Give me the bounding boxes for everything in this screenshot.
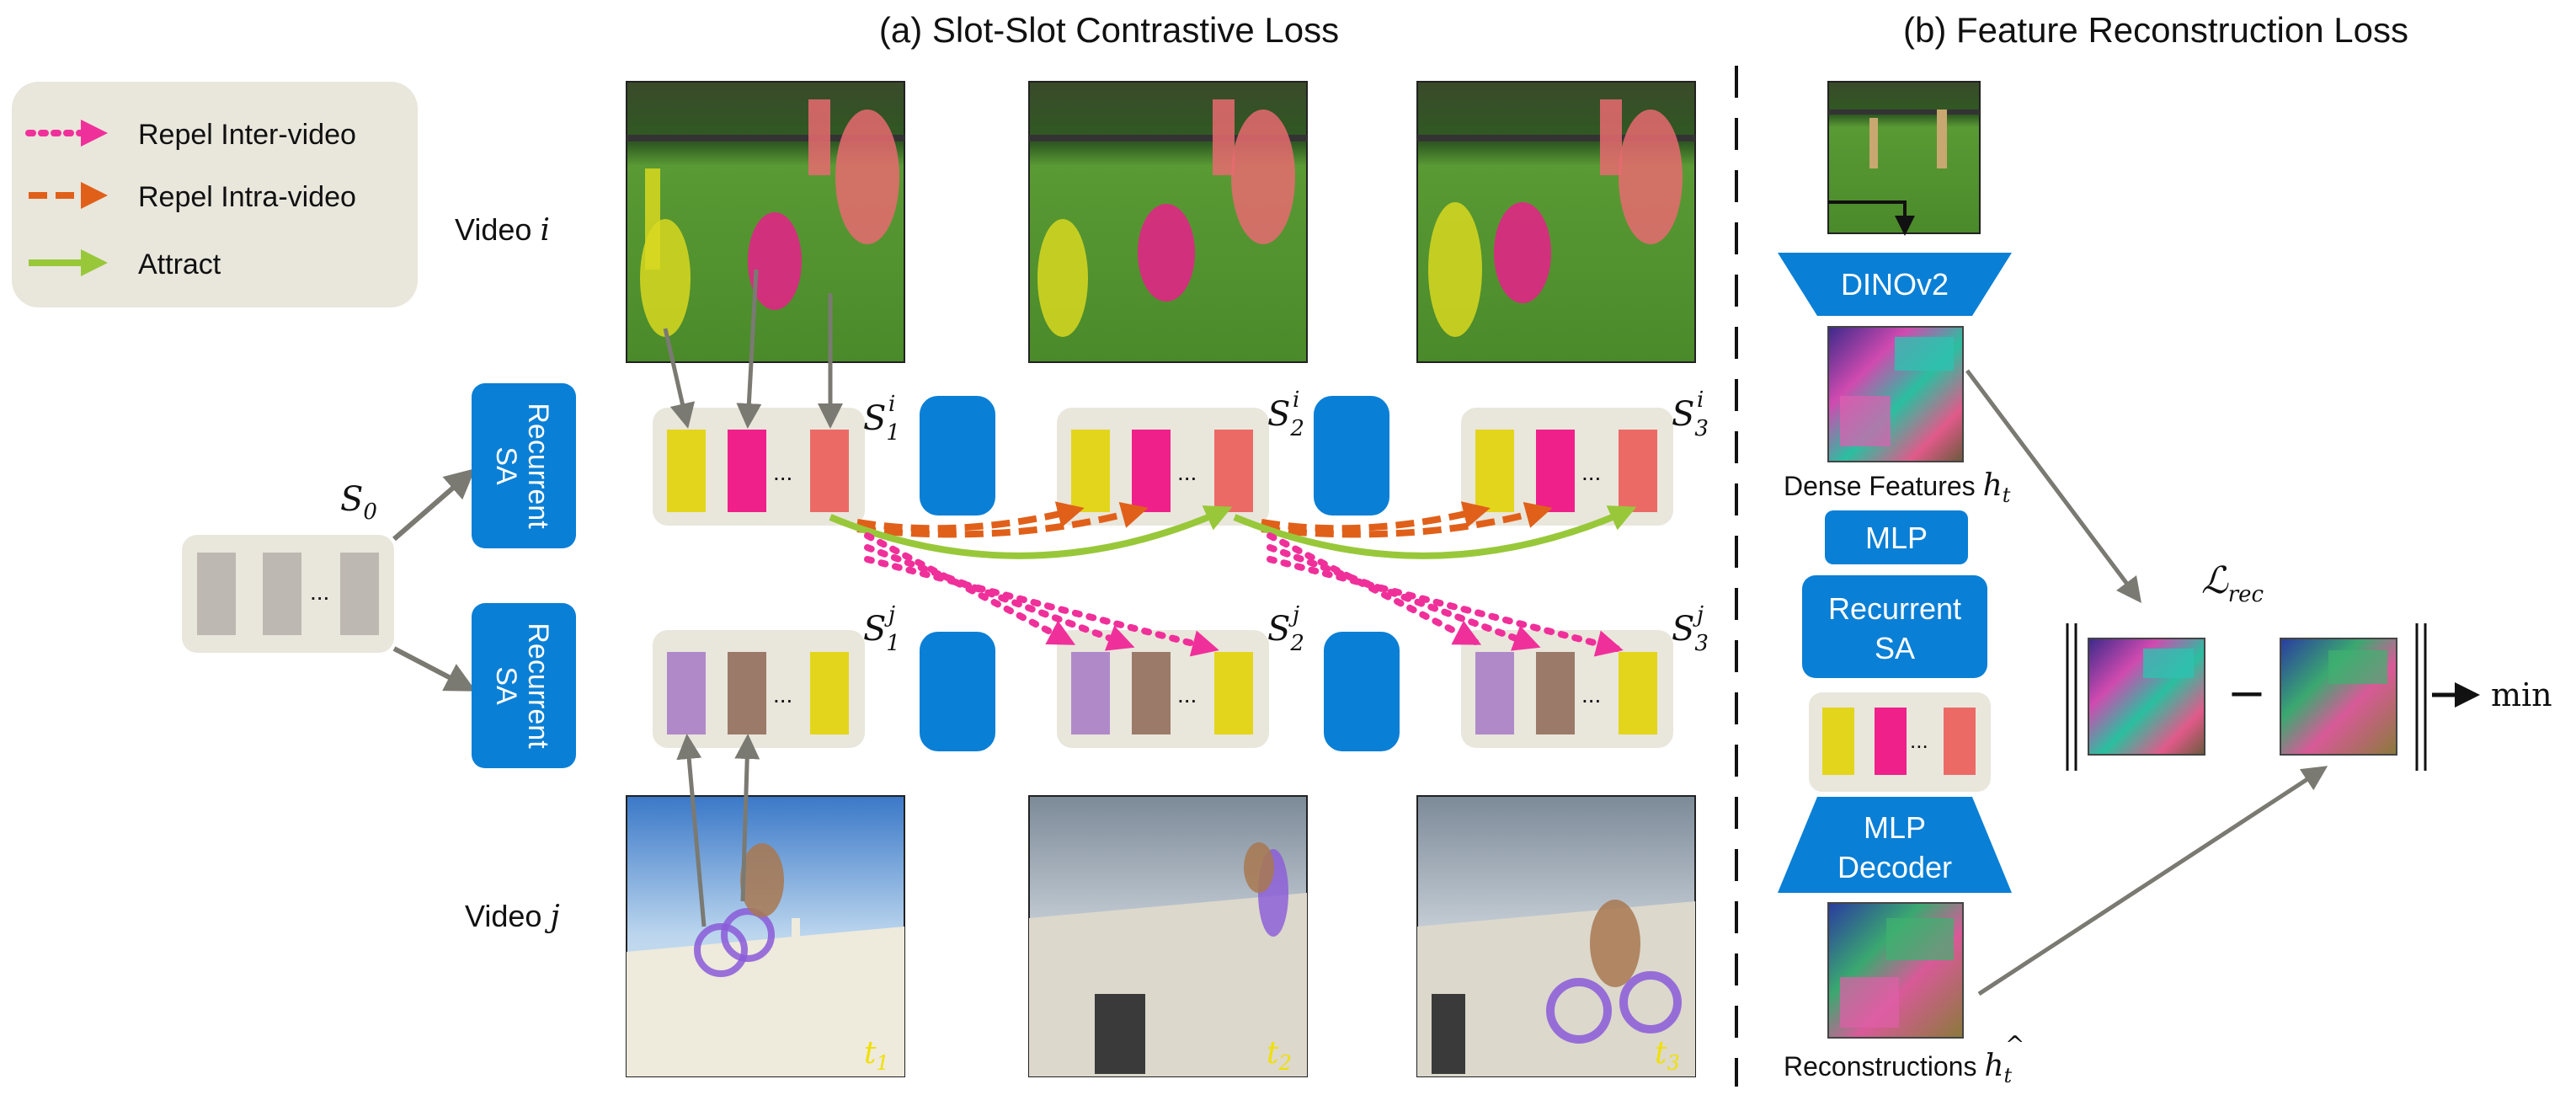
slot-set-j-3-label: S3j: [1672, 602, 1709, 656]
video-j-frame-1: t1: [626, 795, 905, 1077]
arrow-frame-j-slot-2: [734, 734, 760, 902]
slot-set-i-1: ...: [653, 408, 865, 526]
mlp-block: MLP: [1825, 510, 1968, 564]
recurrent-sa-j-box: [472, 603, 576, 768]
recurrent-sa-i-box: [472, 383, 576, 548]
legend-attract-label: Attract: [138, 248, 221, 280]
arrow-frame-i-slot-2: [736, 269, 762, 429]
recurrent-sa-j: RecurrentSA: [472, 603, 576, 768]
inter-video-arrows: [864, 532, 1624, 657]
timestep-1: t1: [864, 1036, 889, 1075]
svg-text:...: ...: [1177, 459, 1197, 485]
slot-set-j-3: ...: [1461, 630, 1673, 748]
slot-set-j-2: ...: [1057, 630, 1269, 748]
recurrent-sa-i: RecurrentSA: [472, 383, 576, 548]
slot-set-i-3-label: S3i: [1672, 387, 1709, 441]
arrow-s0-to-rsa-i: [392, 468, 476, 542]
timestep-3: t3: [1655, 1036, 1680, 1075]
s0-label: S0: [340, 480, 377, 525]
encoder-shape: [1778, 253, 2012, 316]
arrow-s0-to-rsa-j: [392, 646, 477, 692]
video-j-frame-3: t3: [1416, 795, 1696, 1077]
initial-slots-ellipsis: ...: [310, 579, 329, 605]
initial-slot-3: [340, 553, 379, 635]
loss-minus: −: [2227, 666, 2267, 721]
video-i-frame-1: [626, 81, 905, 363]
arrow-frame-j-slot-1: [676, 734, 707, 927]
video-i-frame-2: [1028, 81, 1308, 363]
arrow-frame-i-slot-1: [663, 328, 696, 429]
loss-symbol: ℒrec: [2201, 559, 2264, 607]
svg-text:...: ...: [1581, 681, 1601, 708]
slot-set-right: ...: [1809, 692, 1991, 792]
norm-bars: [2066, 623, 2427, 771]
initial-slots: ...: [182, 535, 394, 653]
initial-slot-2: [263, 553, 301, 635]
reconstruction-map: [1827, 902, 1964, 1039]
recurrent-block-i-2: [1314, 396, 1389, 515]
slot-set-j-1-label: S1j: [863, 602, 900, 656]
attract-arrows: [829, 505, 1637, 559]
svg-text:...: ...: [1581, 459, 1601, 485]
legend-inter-label: Repel Inter-video: [138, 119, 356, 151]
loss-reconstruction: [2280, 638, 2397, 756]
encoder-label: DINOv2: [1841, 267, 1949, 302]
recurrent-sa-j-text: RecurrentSA: [490, 622, 554, 749]
slot-set-j-1: ...: [653, 630, 865, 748]
video-i-label: Video i: [455, 212, 550, 248]
slot-set-j-2-label: S2j: [1267, 602, 1304, 656]
intra-video-arrows: [856, 501, 1553, 538]
dense-features-map: [1827, 326, 1964, 462]
legend-intra-label: Repel Intra-video: [138, 181, 356, 213]
recurrent-block-j-2: [1324, 632, 1400, 751]
slot-set-i-1-label: S1i: [863, 392, 900, 446]
title-a: (a) Slot-Slot Contrastive Loss: [879, 10, 1339, 50]
recurrent-sa-i-text: RecurrentSA: [490, 403, 554, 529]
min-label: min: [2491, 676, 2552, 713]
recon-hat: ^: [2005, 1031, 2024, 1059]
arrow-recon-to-loss: [1977, 766, 2328, 996]
loss-dense-features: [2088, 638, 2205, 756]
slot-set-i-2: ...: [1057, 408, 1269, 526]
mlp-label: MLP: [1865, 521, 1928, 555]
legend-box: [12, 82, 418, 307]
reconstructions-label: Reconstructions ht: [1784, 1049, 2013, 1087]
slot-set-i-3: ...: [1461, 408, 1673, 526]
arrow-features-to-loss: [1965, 369, 2141, 603]
svg-text:...: ...: [773, 459, 792, 485]
encoder: DINOv2: [1778, 253, 2012, 316]
svg-text:...: ...: [1910, 728, 1928, 753]
recurrent-block-j-1: [920, 632, 995, 751]
dense-features-label: Dense Features ht: [1784, 468, 2011, 507]
video-i-frame-3: [1416, 81, 1696, 363]
svg-text:...: ...: [773, 681, 792, 708]
slot-set-i-2-label: S2i: [1267, 387, 1304, 441]
mlp-decoder-shape: [1778, 797, 2012, 893]
video-j-label: Video j: [465, 899, 560, 934]
video-j-frame-2: t2: [1028, 795, 1308, 1077]
arrow-frame-to-encoder: [1828, 200, 1915, 236]
initial-slot-1: [197, 553, 236, 635]
timestep-2: t2: [1267, 1036, 1292, 1075]
legend: Repel Inter-video Repel Intra-video Attr…: [12, 82, 418, 307]
svg-text:...: ...: [1177, 681, 1197, 708]
title-b: (b) Feature Reconstruction Loss: [1903, 10, 2408, 50]
recurrent-block-i-1: [920, 396, 995, 515]
